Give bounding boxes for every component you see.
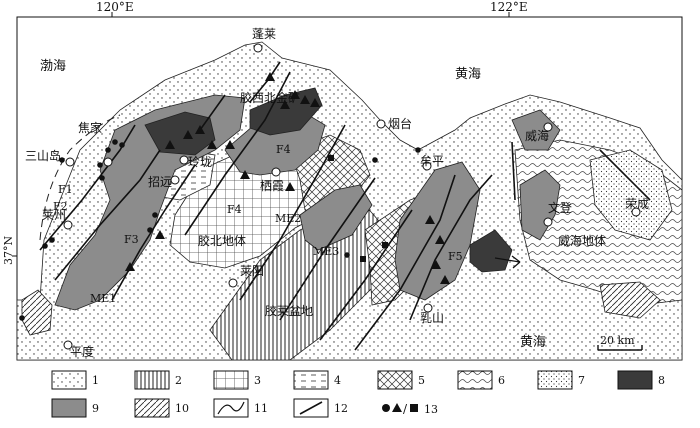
legend-triangle-icon (392, 403, 402, 412)
coast-dashed (39, 114, 121, 241)
fault-lines (39, 61, 651, 351)
city-markers (63, 43, 641, 350)
place-rushan: 乳山 (420, 311, 444, 325)
place-linglong: 玲珑 (188, 155, 212, 169)
place-qixia: 栖霞 (260, 178, 284, 193)
legend-label-11: 11 (254, 402, 268, 415)
granite-kunyushan (511, 109, 561, 151)
sea-huanghai-north: 黄海 (455, 67, 481, 82)
legend-label-12: 12 (334, 402, 348, 415)
place-jiaolai: 胶莱盆地 (265, 303, 313, 318)
place-wendeng: 文登 (548, 200, 572, 215)
legend-swatch-11 (213, 398, 249, 418)
fault-f3: F3 (124, 233, 139, 246)
diag-unit-east (599, 281, 661, 319)
unit-me3: ME3 (313, 245, 339, 258)
legend-swatch-10 (134, 398, 170, 418)
fault-f2: F2 (53, 200, 68, 213)
legend-label-10: 10 (175, 402, 189, 415)
lon-label-left: 120°E (96, 0, 134, 14)
legend-label-1: 1 (92, 374, 99, 387)
legend-swatch-1 (51, 370, 87, 390)
legend-circle-icon (382, 404, 390, 412)
dark-unit-jiaoxibei (144, 111, 216, 156)
place-laiyang: 莱阳 (240, 264, 264, 278)
place-weihai: 威海 (525, 128, 549, 143)
legend-square-icon (410, 404, 418, 412)
scale-label: 20 km (600, 334, 635, 347)
legend-swatch-7 (537, 370, 573, 390)
fault-f1: F1 (58, 183, 73, 196)
legend-swatch-4 (293, 370, 329, 390)
legend-label-3: 3 (254, 374, 261, 387)
lat-label: 37°N (2, 236, 15, 265)
legend-label-9: 9 (92, 402, 99, 415)
deposit-symbols (19, 72, 450, 321)
legend-slash: / (403, 402, 408, 416)
place-laizhou: 莱州 (42, 208, 66, 222)
legend-label-13: 13 (424, 403, 438, 416)
legend-swatch-2 (134, 370, 170, 390)
sea-bohai: 渤海 (40, 58, 66, 74)
sea-huanghai-south: 黄海 (520, 335, 546, 350)
legend-swatch-5 (377, 370, 413, 390)
fault-f5: F5 (448, 250, 463, 263)
place-pingdu: 平度 (70, 344, 94, 359)
legend-curve-icon (217, 401, 245, 415)
legend-line-icon (299, 401, 323, 415)
place-rongcheng: 荣成 (625, 197, 649, 211)
legend-swatch-6 (457, 370, 493, 390)
lon-label-right: 122°E (490, 0, 528, 14)
legend-label-8: 8 (658, 374, 665, 387)
legend-swatch-9 (51, 398, 87, 418)
unit-me1: ME1 (90, 292, 116, 305)
rongcheng-unit (589, 149, 673, 241)
legend-swatch-8 (617, 370, 653, 390)
legend-label-6: 6 (498, 374, 505, 387)
legend-label-2: 2 (175, 374, 182, 387)
legend-label-4: 4 (334, 374, 341, 387)
legend: 1 2 3 4 5 6 7 8 9 10 11 12 / 13 (51, 370, 665, 418)
place-weihai-block: 威海地体 (558, 233, 606, 248)
place-zhaoyuan: 招远 (148, 175, 172, 189)
place-muping: 牟平 (420, 153, 444, 168)
place-penglai: 蓬莱 (252, 27, 276, 41)
legend-label-5: 5 (418, 374, 425, 387)
flow-arrow (494, 255, 521, 269)
map-labels: 120°E 122°E 37°N 渤海 黄海 黄海 蓬莱 胶西北金矿 烟台 威海… (2, 0, 649, 359)
dark-unit-f5 (469, 229, 513, 273)
legend-swatch-3 (213, 370, 249, 390)
fault-f4-a: F4 (227, 203, 242, 216)
place-jiaoxibei: 胶西北金矿 (240, 90, 300, 105)
legend-label-7: 7 (578, 374, 585, 387)
place-jiaobei: 胶北地体 (198, 233, 246, 248)
granite-east (394, 161, 481, 301)
fault-f4-b: F4 (276, 143, 291, 156)
place-jiaojia: 焦家 (78, 120, 102, 135)
granite-me2 (299, 184, 373, 251)
unit-me2: ME2 (275, 212, 301, 225)
place-yantai: 烟台 (388, 116, 412, 131)
place-sanshandao: 三山岛 (25, 148, 61, 163)
